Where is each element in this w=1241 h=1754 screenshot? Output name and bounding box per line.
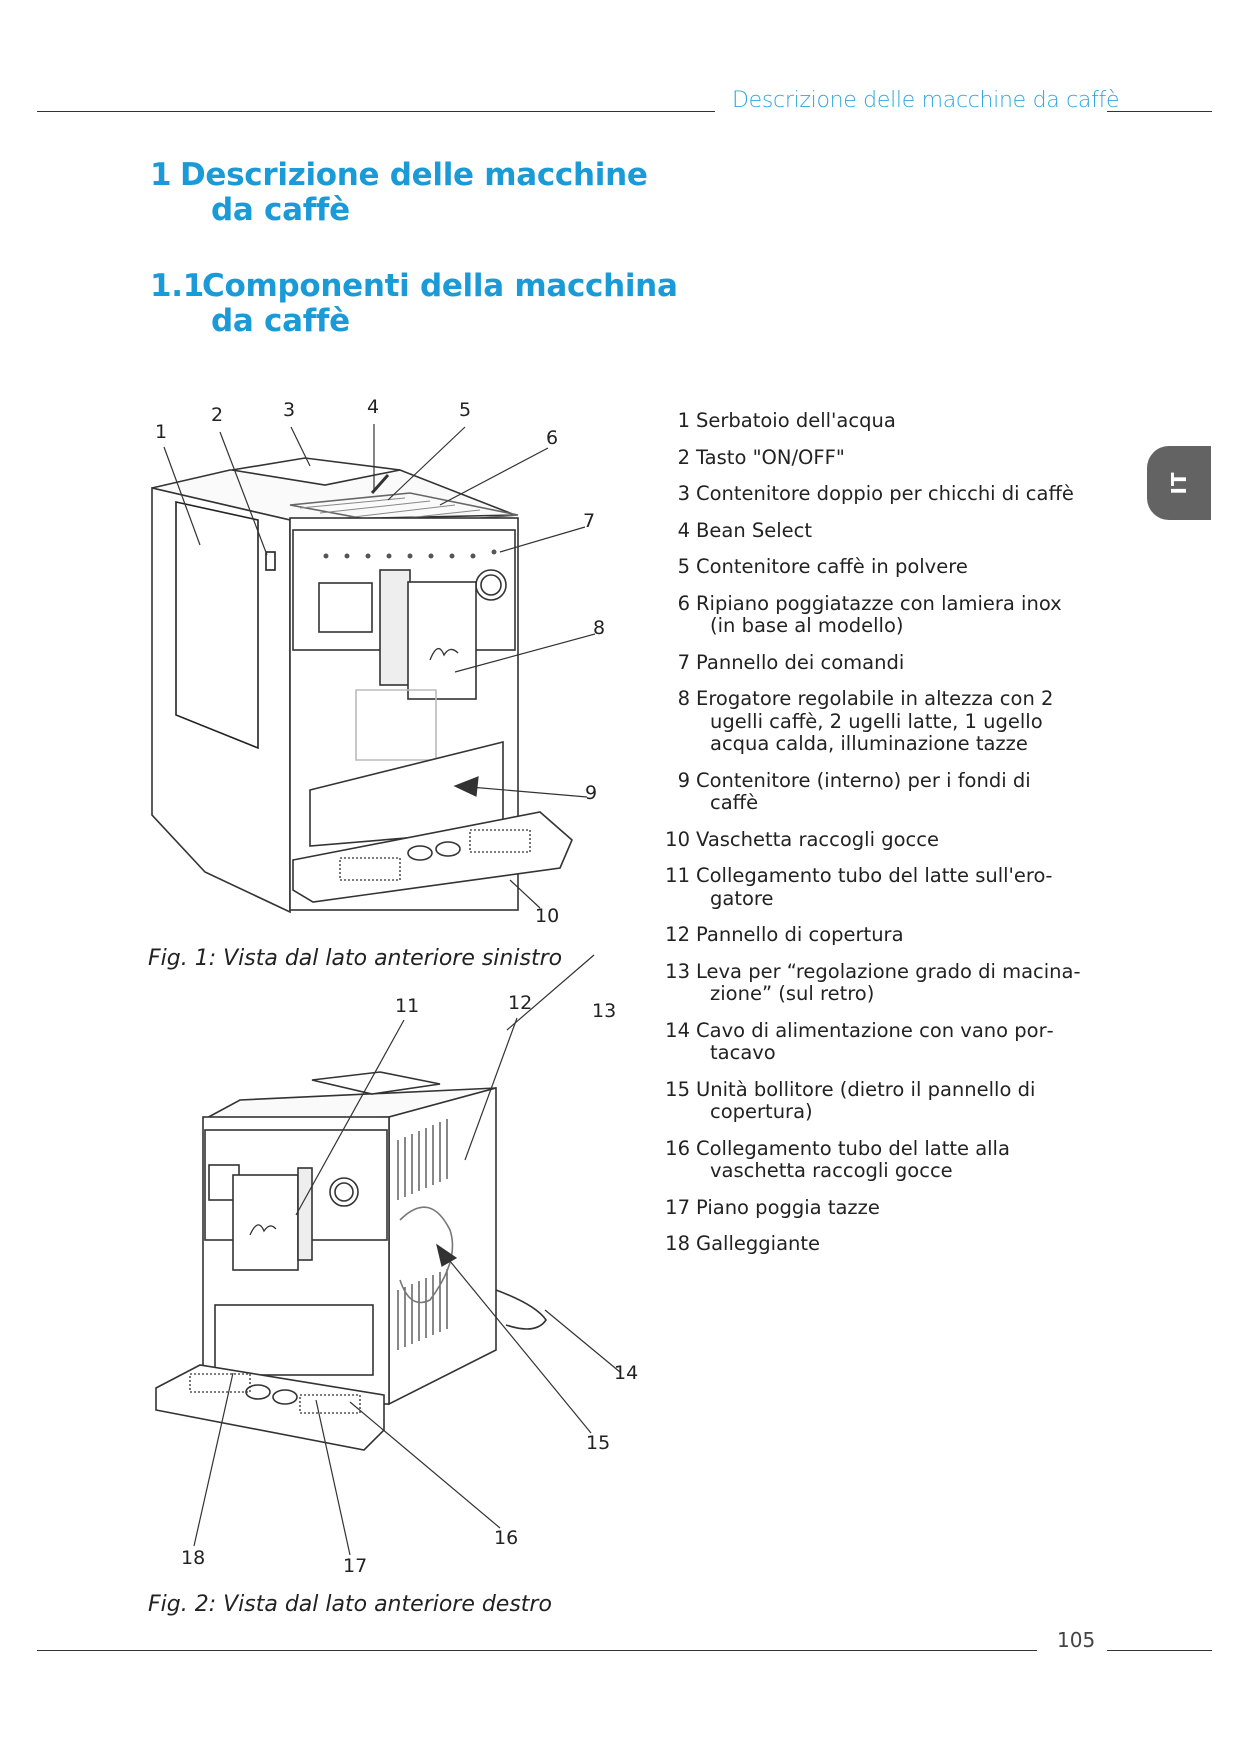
legend-item: 1 Serbatoio dell'acqua [664, 409, 1084, 433]
legend-text: Erogatore regolabile in altezza con 2 ug… [696, 687, 1054, 755]
callout-3: 3 [283, 399, 296, 421]
header-rule-left [37, 111, 715, 112]
language-tab: IT [1147, 446, 1211, 520]
callout-2: 2 [211, 404, 224, 426]
legend-text: Galleggiante [696, 1232, 821, 1255]
legend-text: Contenitore caffè in polvere [696, 555, 968, 578]
section-heading: 1.1Componenti della macchina da caffè [150, 269, 678, 339]
legend-number: 12 [665, 923, 690, 946]
legend-text: Pannello dei comandi [696, 650, 905, 674]
footer-rule-left [37, 1650, 1037, 1651]
legend-number: 1 [677, 409, 690, 432]
legend-number: 16 [665, 1136, 690, 1160]
chapter-number: 1 [150, 157, 172, 193]
legend-number: 8 [677, 687, 690, 710]
page-number: 105 [1057, 1628, 1096, 1652]
figure-1-leader-lines [163, 424, 596, 909]
legend-number: 7 [677, 650, 690, 674]
legend-number: 5 [677, 555, 690, 578]
legend-text: Vaschetta raccogli gocce [696, 827, 939, 851]
callout-18: 18 [181, 1547, 206, 1569]
legend-text: Unità bollitore (dietro il pannello di c… [696, 1077, 1036, 1123]
legend-number: 11 [665, 864, 690, 887]
legend-text: Piano poggia tazze [696, 1195, 880, 1219]
legend-number: 10 [665, 827, 690, 851]
legend-item: 3 Contenitore doppio per chicchi di caffè [664, 482, 1084, 506]
legend-number: 15 [665, 1077, 690, 1101]
legend-item: 18 Galleggiante [664, 1232, 1084, 1256]
legend-text: Pannello di copertura [696, 923, 904, 946]
running-head: Descrizione delle macchine da caffè [732, 88, 1120, 113]
legend-text: Serbatoio dell'acqua [696, 409, 896, 432]
section-title-line1: Componenti della macchina [202, 268, 678, 304]
legend-text: Collegamento tubo del latte sull'ero­gat… [696, 864, 1053, 910]
figure-1-caption: Fig. 1: Vista dal lato anteriore sinistr… [148, 946, 563, 971]
legend-number: 2 [677, 445, 690, 469]
legend-item: 11 Collegamento tubo del latte sull'ero­g… [664, 864, 1084, 910]
footer-rule-right [1107, 1650, 1212, 1651]
figure-2-leader-lines [193, 954, 621, 1556]
callout-13: 13 [592, 1000, 617, 1022]
callout-4: 4 [367, 396, 380, 418]
callout-17: 17 [343, 1555, 368, 1577]
legend-number: 14 [665, 1018, 690, 1042]
legend-number: 6 [677, 591, 690, 615]
legend-text: Bean Select [696, 518, 813, 542]
legend-text: Contenitore (interno) per i fondi di caf… [696, 768, 1031, 814]
legend-number: 3 [677, 482, 690, 505]
legend-number: 9 [677, 768, 690, 792]
legend-text: Cavo di alimentazione con vano por­tacav… [696, 1018, 1054, 1064]
callout-8: 8 [593, 617, 606, 639]
chapter-title-line1: Descrizione delle macchine [180, 157, 648, 193]
callout-1: 1 [155, 421, 168, 443]
legend-number: 13 [665, 959, 690, 983]
legend-item: 8 Erogatore regolabile in altezza con 2 u… [664, 687, 1084, 756]
legend-item: 5 Contenitore caffè in polvere [664, 555, 1084, 579]
callout-12: 12 [508, 992, 533, 1014]
callout-10: 10 [535, 905, 560, 927]
callout-9: 9 [585, 782, 598, 804]
legend-text: Contenitore doppio per chicchi di caffè [696, 482, 1074, 505]
legend-number: 4 [677, 518, 690, 542]
callout-14: 14 [614, 1362, 639, 1384]
callout-16: 16 [494, 1527, 519, 1549]
legend-number: 17 [665, 1195, 690, 1219]
legend-number: 18 [665, 1232, 690, 1255]
callout-15: 15 [586, 1432, 611, 1454]
legend-item: 12 Pannello di copertura [664, 923, 1084, 947]
callout-7: 7 [583, 510, 596, 532]
figure-2-machine [155, 1071, 547, 1451]
figure-2-caption: Fig. 2: Vista dal lato anteriore destro [148, 1592, 552, 1617]
callout-11: 11 [395, 995, 420, 1017]
legend-text: Tasto "ON/OFF" [696, 445, 845, 469]
legend-text: Collegamento tubo del latte alla vaschet… [696, 1136, 1010, 1182]
callout-5: 5 [459, 399, 472, 421]
callout-6: 6 [546, 427, 559, 449]
header-rule-right [1107, 111, 1212, 112]
chapter-title-line2: da caffè [211, 192, 350, 228]
figure-1-machine [151, 457, 573, 914]
section-title-line2: da caffè [211, 303, 350, 339]
section-number: 1.1 [150, 268, 205, 304]
legend-text: Leva per “regolazione grado di macina­zi… [696, 959, 1081, 1005]
legend-text: Ripiano poggiatazze con lamiera inox (in… [696, 591, 1062, 637]
